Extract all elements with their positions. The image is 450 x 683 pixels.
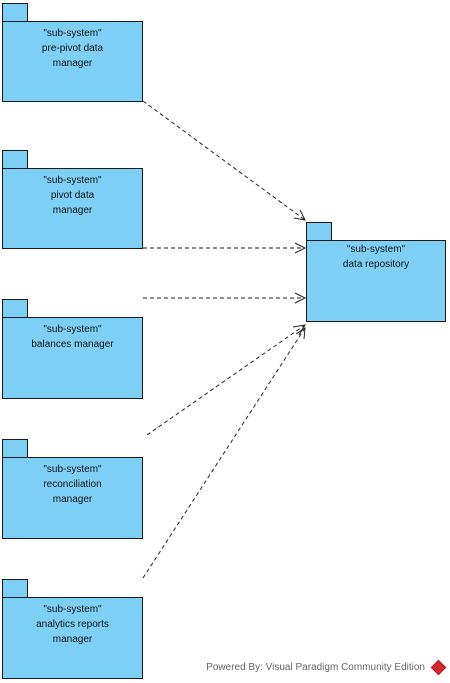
dependency-line-reconciliation <box>146 324 306 436</box>
package-tab <box>2 3 28 22</box>
package-tab <box>2 439 28 458</box>
package-name-line1: pivot data <box>50 190 95 201</box>
package-name-line1: data repository <box>342 259 410 270</box>
package-stereotype: "sub-system" <box>43 175 102 186</box>
package-body: "sub-system" balances manager <box>2 317 143 399</box>
dependency-line-analytics <box>142 327 306 579</box>
package-stereotype: "sub-system" <box>43 28 102 39</box>
package-tab <box>2 299 28 318</box>
arrowhead-balances <box>294 292 307 304</box>
package-tab <box>2 579 28 598</box>
package-body: "sub-system" pivot data manager <box>2 168 143 249</box>
footer-watermark: Powered By: Visual Paradigm Community Ed… <box>206 659 447 676</box>
package-body: "sub-system" analytics reports manager <box>2 597 143 679</box>
package-reconciliation-manager[interactable]: "sub-system" reconciliation manager <box>2 439 143 539</box>
package-name-line1: reconciliation <box>43 479 102 490</box>
package-analytics-reports-manager[interactable]: "sub-system" analytics reports manager <box>2 579 143 679</box>
package-pre-pivot-data-manager[interactable]: "sub-system" pre-pivot data manager <box>2 3 143 102</box>
package-stereotype: "sub-system" <box>43 464 102 475</box>
package-name-line1: pre-pivot data <box>41 43 104 54</box>
arrowhead-pre-pivot <box>293 209 306 221</box>
package-pivot-data-manager[interactable]: "sub-system" pivot data manager <box>2 150 143 249</box>
package-name-line2: manager <box>52 58 93 69</box>
footer-text: Powered By: Visual Paradigm Community Ed… <box>206 662 425 673</box>
visual-paradigm-logo-icon <box>430 659 447 676</box>
package-name-line2: manager <box>52 205 93 216</box>
package-name-line1: analytics reports <box>36 619 109 630</box>
package-body: "sub-system" data repository <box>306 240 446 322</box>
dependency-line-pre-pivot <box>142 100 306 221</box>
package-body: "sub-system" pre-pivot data manager <box>2 21 143 102</box>
package-name-line2: manager <box>52 494 93 505</box>
package-tab <box>2 150 28 169</box>
package-data-repository[interactable]: "sub-system" data repository <box>306 222 446 322</box>
package-body: "sub-system" reconciliation manager <box>2 457 143 539</box>
package-balances-manager[interactable]: "sub-system" balances manager <box>2 299 143 399</box>
package-stereotype: "sub-system" <box>346 244 406 255</box>
package-stereotype: "sub-system" <box>43 324 102 335</box>
arrowhead-analytics <box>295 327 306 340</box>
package-name-line1: balances manager <box>31 339 114 350</box>
package-tab <box>306 222 332 241</box>
arrowhead-reconciliation <box>292 324 306 336</box>
package-name-line2: manager <box>52 634 93 645</box>
package-stereotype: "sub-system" <box>43 604 102 615</box>
arrowhead-pivot <box>294 242 307 254</box>
